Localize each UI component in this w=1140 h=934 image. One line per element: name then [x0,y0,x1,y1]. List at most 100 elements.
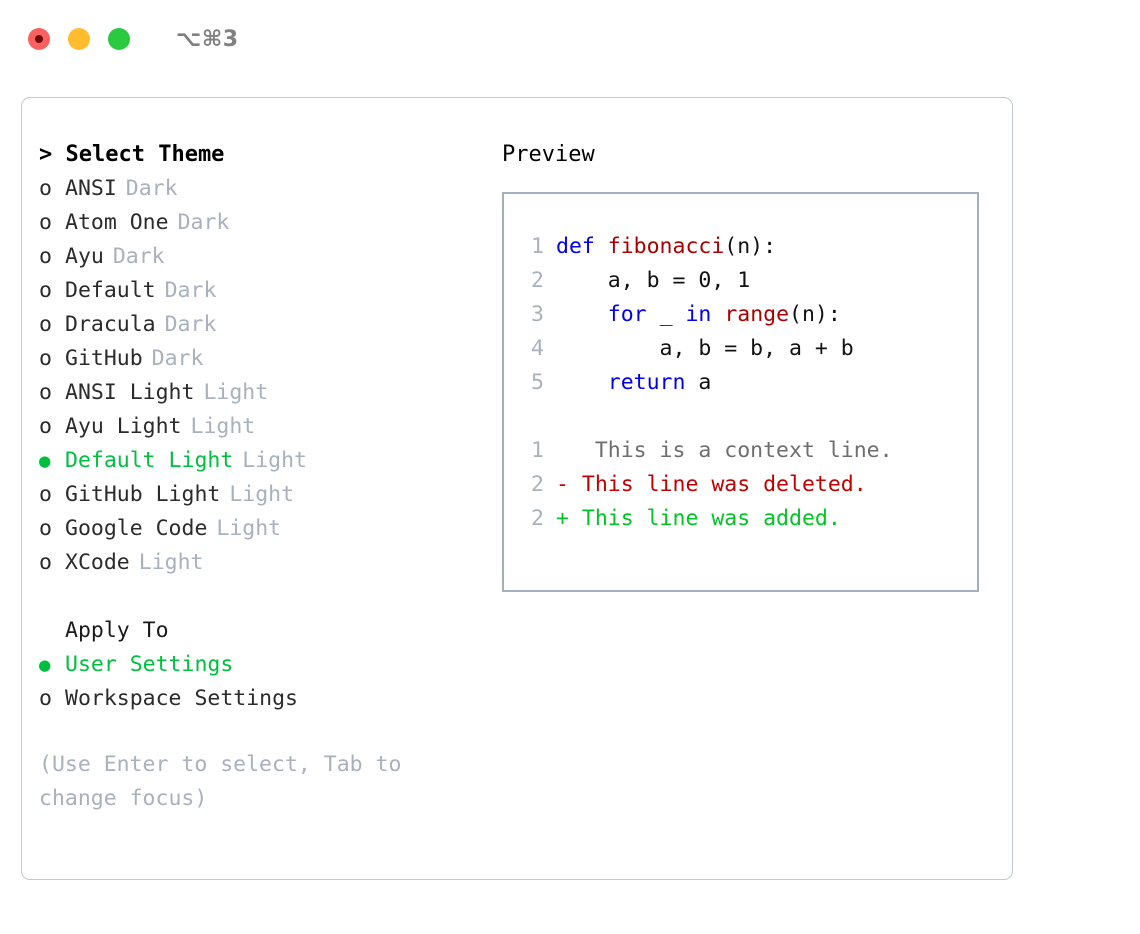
radio-unselected-icon: o [39,244,52,269]
theme-list-item[interactable]: ● Default Light Light [39,444,499,478]
radio-unselected-icon: o [39,346,52,371]
keyboard-shortcut-label: ⌥⌘3 [176,26,239,52]
theme-list-item[interactable]: o ANSI Dark [39,172,499,206]
keyboard-hint: (Use Enter to select, Tab to change focu… [39,752,402,811]
line-number: 2 [531,506,544,531]
apply-to-options: ● User Settings o Workspace Settings [39,648,499,716]
radio-unselected-icon: o [39,550,52,575]
theme-category-tag: Dark [125,176,178,201]
line-number: 3 [531,302,544,327]
apply-to-option[interactable]: o Workspace Settings [39,682,499,716]
close-button[interactable] [28,28,50,50]
code-diff-separator [516,400,976,434]
code-line-text: return a [556,366,712,400]
code-token [556,370,608,395]
theme-category-tag: Dark [164,278,217,303]
titlebar: ⌥⌘3 [0,0,1140,78]
line-number: 4 [531,336,544,361]
theme-name: GitHub Light [65,482,221,507]
theme-category-tag: Light [242,448,308,473]
apply-to-heading-label: Apply To [65,618,169,643]
code-token: in [685,302,712,327]
theme-list-item[interactable]: o Dracula Dark [39,308,499,342]
line-number: 5 [531,370,544,395]
diff-line-text: - This line was deleted. [556,472,867,497]
line-number: 1 [531,234,544,259]
radio-unselected-icon: o [39,414,52,439]
code-token [556,302,608,327]
diff-line: 2+ This line was added. [516,502,976,536]
theme-name: Dracula [65,312,156,337]
code-token: fibonacci [607,234,725,259]
code-line-text: def fibonacci(n): [556,230,776,264]
radio-unselected-icon: o [39,176,52,201]
preview-title: Preview [502,142,595,167]
radio-unselected-icon: o [39,516,52,541]
code-line: 2 a, b = 0, 1 [516,264,976,298]
select-theme-heading: > Select Theme [39,138,499,172]
maximize-button[interactable] [108,28,130,50]
theme-name: ANSI Light [65,380,195,405]
theme-name: Atom One [65,210,169,235]
diff-line-text: This is a context line. [556,438,893,463]
code-line: 4 a, b = b, a + b [516,332,976,366]
theme-category-tag: Dark [112,244,165,269]
radio-unselected-icon: o [39,482,52,507]
code-token: def [556,234,608,259]
line-number: 1 [531,438,544,463]
theme-name: Default Light [65,448,234,473]
radio-unselected-icon: o [39,312,52,337]
apply-to-option-label: Workspace Settings [65,686,298,711]
select-theme-heading-label: > Select Theme [39,142,225,167]
theme-category-tag: Dark [151,346,204,371]
apply-to-option-label: User Settings [65,652,234,677]
code-token: for [607,302,647,327]
code-token: range [724,302,790,327]
radio-selected-icon: ● [39,654,51,676]
code-token [711,302,724,327]
apply-to-option[interactable]: ● User Settings [39,648,499,682]
theme-name: Google Code [65,516,208,541]
radio-unselected-icon: o [39,686,52,711]
code-token: (n): [724,234,777,259]
radio-selected-icon: ● [39,450,51,472]
code-line: 1 def fibonacci(n): [516,230,976,264]
theme-category-tag: Light [203,380,269,405]
radio-unselected-icon: o [39,210,52,235]
radio-unselected-icon: o [39,278,52,303]
list-spacer [39,580,499,614]
code-token: a, b = 0, 1 [556,268,751,293]
line-number: 2 [531,268,544,293]
code-token: a [685,370,712,395]
code-line: 3 for _ in range(n): [516,298,976,332]
code-line: 5 return a [516,366,976,400]
theme-name: ANSI [65,176,117,201]
theme-category-tag: Dark [164,312,217,337]
theme-list-item[interactable]: o Ayu Dark [39,240,499,274]
code-line-text: a, b = b, a + b [556,332,854,366]
apply-to-heading: Apply To [39,614,499,648]
minimize-button[interactable] [68,28,90,50]
line-number: 2 [531,472,544,497]
diff-line: 2 - This line was deleted. [516,468,976,502]
theme-name: Ayu Light [65,414,182,439]
theme-name: Ayu [65,244,104,269]
theme-category-tag: Light [229,482,295,507]
code-token: return [607,370,686,395]
code-line-text: for _ in range(n): [556,298,841,332]
code-line-text: a, b = 0, 1 [556,264,750,298]
theme-list-item[interactable]: o GitHub Light Light [39,478,499,512]
